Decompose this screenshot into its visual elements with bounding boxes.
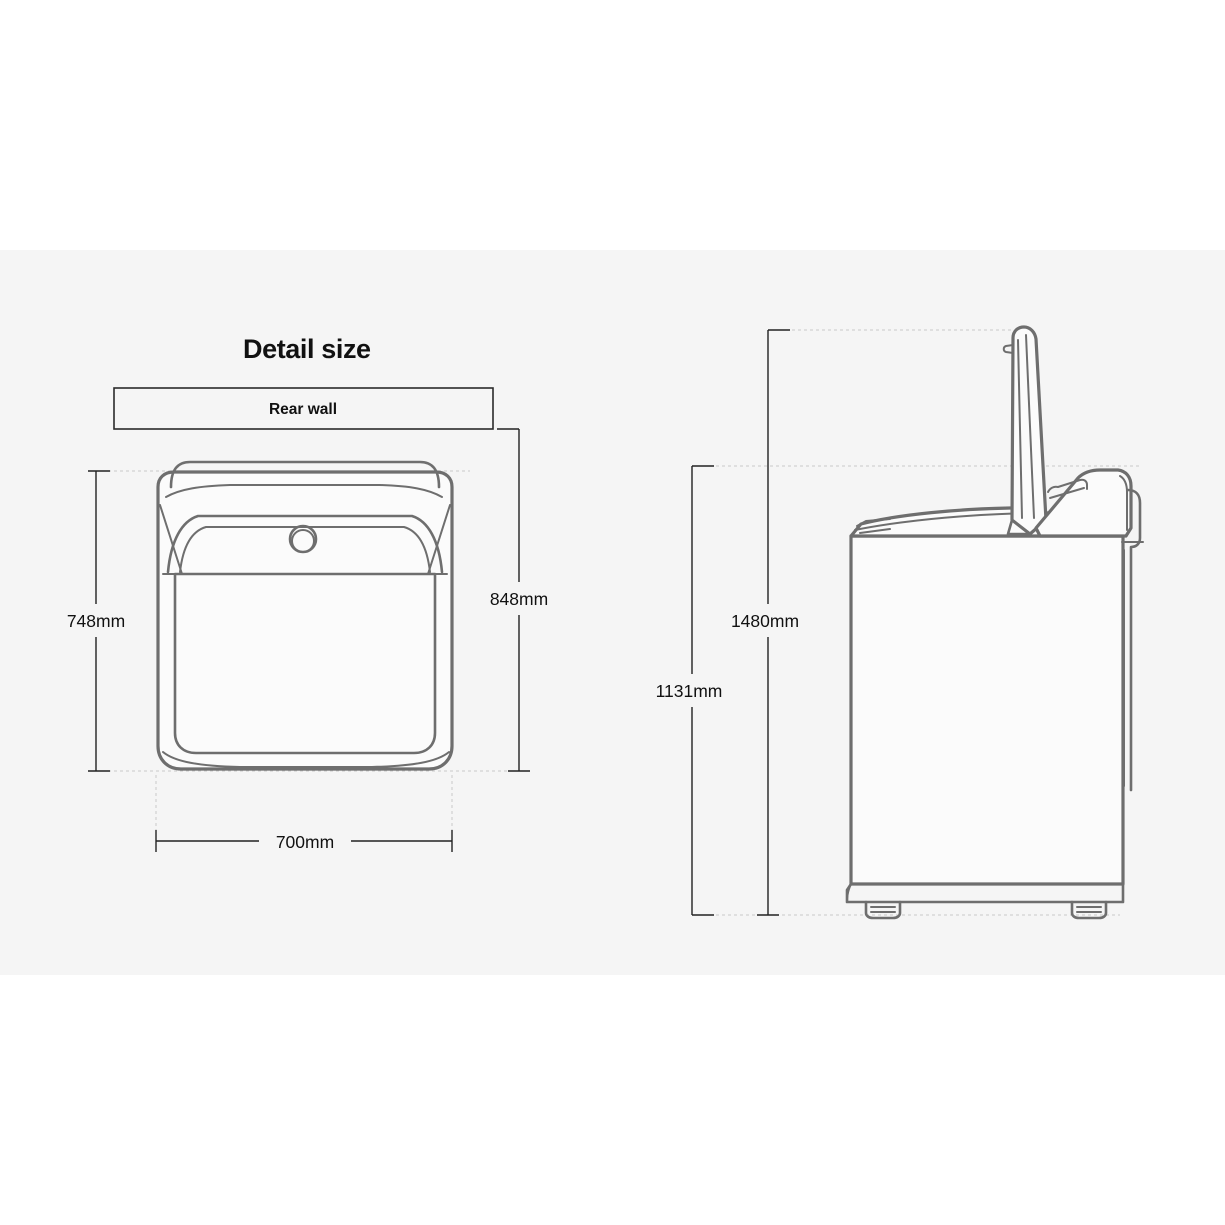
lid-inner-seam-2	[1017, 339, 1023, 519]
front-lip-notch	[856, 518, 891, 527]
dimension-label-1131mm: 1131mm	[656, 681, 723, 701]
bottom-rim-line	[162, 751, 450, 768]
door-panel-outline	[173, 572, 437, 755]
dimension-748mm: 748mm	[52, 470, 140, 772]
dimension-1131mm: 1131mm	[646, 465, 746, 916]
rear-wall-box	[113, 387, 494, 430]
dimension-700mm: 700mm	[155, 824, 453, 857]
top-cap-line	[169, 460, 441, 489]
front-view-group: Rear wall	[52, 387, 565, 857]
leveling-foot-icon-left	[864, 900, 902, 920]
lid-inner-seam	[1025, 334, 1035, 519]
side-view-group: 1480mm 1131mm	[646, 325, 1144, 920]
open-lid-icon	[1010, 325, 1048, 536]
base-plinth-curve	[846, 883, 852, 903]
dimension-label-748mm: 748mm	[67, 611, 125, 631]
top-cap-inner-line	[165, 484, 443, 498]
front-lip-notch-inner	[859, 528, 891, 534]
base-plinth	[845, 882, 1125, 904]
lid-hinge-wedge	[1006, 518, 1032, 536]
dimension-848mm: 848mm	[477, 428, 565, 772]
dimension-label-1480mm: 1480mm	[731, 611, 799, 631]
cabinet-outline	[156, 470, 454, 771]
console-inner-line	[1119, 475, 1128, 531]
washer-side-illustration	[845, 325, 1144, 920]
dial-knob-inner-icon	[291, 529, 315, 553]
lid-hinge-knob-icon	[1002, 344, 1014, 354]
left-bevel-line	[159, 504, 183, 575]
page-title: Detail size	[243, 334, 371, 364]
dispenser-handle-icon	[1047, 478, 1088, 493]
dimension-1480mm: 1480mm	[722, 329, 822, 916]
right-bevel-line	[427, 504, 451, 575]
washer-front-illustration	[156, 460, 454, 771]
side-cabinet-outline	[849, 534, 1125, 886]
rear-wall-label: Rear wall	[269, 401, 337, 418]
dimension-label-700mm: 700mm	[276, 832, 334, 852]
dispenser-handle-line	[1049, 487, 1085, 499]
control-panel-icon	[1034, 468, 1133, 538]
rear-hose-line	[1126, 488, 1142, 792]
leveling-foot-icon-right	[1070, 900, 1108, 920]
dimension-label-848mm: 848mm	[490, 589, 548, 609]
